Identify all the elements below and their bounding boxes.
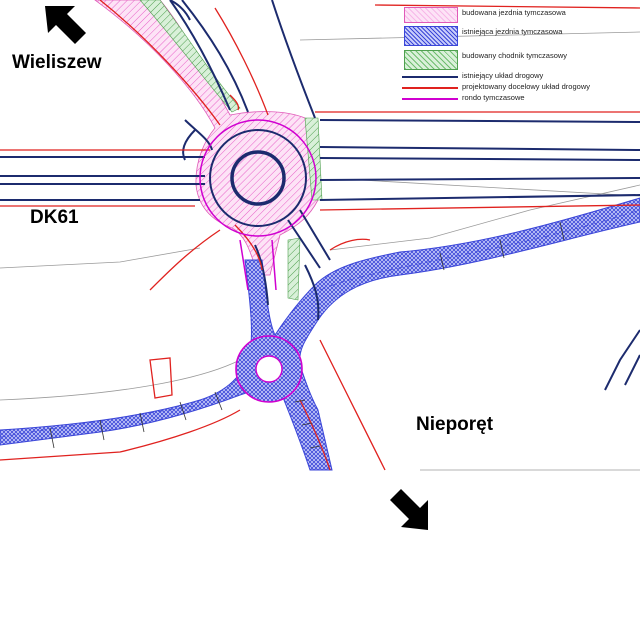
temp-roundabout-lines [199,119,317,291]
existing-roads [0,0,640,391]
map-legend: budowana jezdnia tymczasowa istniejąca j… [400,4,638,104]
legend-label: projektowany docelowy układ drogowy [462,82,590,91]
legend-swatch-pink-hatch [404,7,458,23]
legend-line-magenta [402,98,458,100]
existing-carriageway [0,197,640,471]
temp-carriageway [94,0,319,276]
designed-roads [0,0,640,471]
direction-arrow-wieliszew-icon [45,6,86,44]
legend-swatch-blue-hatch [404,26,458,46]
legend-item-designed-roads: projektowany docelowy układ drogowy [400,82,638,93]
place-label-dk61: DK61 [30,207,79,228]
legend-swatch-green-hatch [404,50,458,70]
legend-line-navy [402,76,458,78]
legend-label: budowany chodnik tymczasowy [462,51,568,60]
legend-item-temp-carriageway: budowana jezdnia tymczasowa [400,4,638,23]
legend-item-temp-roundabout: rondo tymczasowe [400,93,638,104]
legend-item-existing-roads: istniejący układ drogowy [400,71,638,82]
legend-label: istniejący układ drogowy [462,71,544,80]
legend-line-red [402,87,458,89]
direction-arrow-nieporet-icon [390,489,428,530]
chainage-ticks [49,221,565,449]
place-label-nieporet: Nieporęt [416,414,494,435]
small-roundabout [235,335,303,403]
legend-label: budowana jezdnia tymczasowa [462,8,566,17]
legend-item-temp-sidewalk: budowany chodnik tymczasowy [400,47,638,71]
legend-item-existing-carriageway: istniejąca jezdnia tymczasowa [400,23,638,47]
background-lines [0,31,640,471]
place-label-wieliszew: Wieliszew [12,52,102,73]
legend-label: istniejąca jezdnia tymczasowa [462,27,563,36]
legend-label: rondo tymczasowe [462,93,525,102]
